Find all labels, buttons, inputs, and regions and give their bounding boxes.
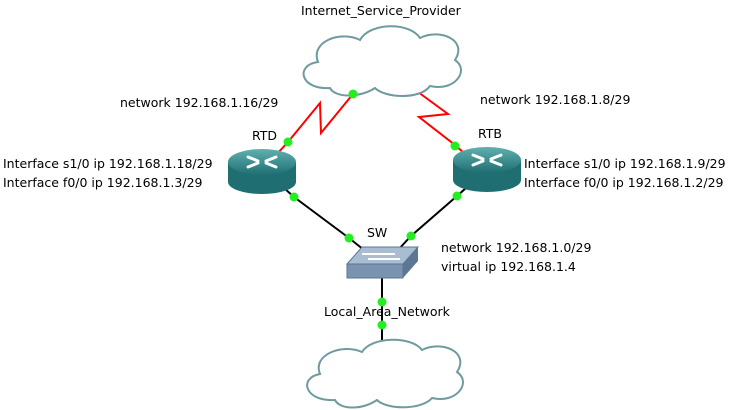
- router-icon-rtd[interactable]: [228, 149, 296, 194]
- port-dot: [348, 89, 358, 99]
- port-dot: [450, 141, 460, 151]
- rtb-isp-network-label: network 192.168.1.8/29: [480, 92, 631, 107]
- port-dot: [406, 231, 416, 241]
- ethernet-link-rtd-sw: [283, 187, 365, 251]
- port-dot: [377, 320, 387, 330]
- isp-label: Internet_Service_Provider: [301, 3, 461, 18]
- port-dot: [289, 192, 299, 202]
- serial-link-rtd-isp: [275, 93, 354, 156]
- rtb-label: RTB: [478, 126, 502, 141]
- sw-network-label: network 192.168.1.0/29: [441, 240, 592, 255]
- cloud-icon-isp[interactable]: [302, 25, 462, 97]
- lan-label: Local_Area_Network: [324, 304, 450, 319]
- sw-label: SW: [367, 225, 388, 240]
- rtd-isp-network-label: network 192.168.1.16/29: [120, 95, 279, 110]
- rtd-label: RTD: [252, 128, 278, 143]
- rtb-iface-s10: Interface s1/0 ip 192.168.1.9/29: [524, 156, 726, 171]
- cloud-icon-lan[interactable]: [306, 338, 464, 409]
- sw-virtual-ip-label: virtual ip 192.168.1.4: [441, 259, 576, 274]
- rtd-iface-f00: Interface f0/0 ip 192.168.1.3/29: [3, 175, 203, 190]
- ethernet-link-rtb-sw: [397, 187, 467, 251]
- port-dot: [283, 137, 293, 147]
- port-dot: [377, 297, 387, 307]
- port-dot: [344, 233, 354, 243]
- port-dot: [452, 191, 462, 201]
- rtb-iface-f00: Interface f0/0 ip 192.168.1.2/29: [524, 175, 724, 190]
- router-icon-rtb[interactable]: [453, 147, 521, 192]
- port-dots: [283, 89, 462, 330]
- rtd-iface-s10: Interface s1/0 ip 192.168.1.18/29: [3, 156, 213, 171]
- switch-icon-sw[interactable]: [345, 246, 420, 279]
